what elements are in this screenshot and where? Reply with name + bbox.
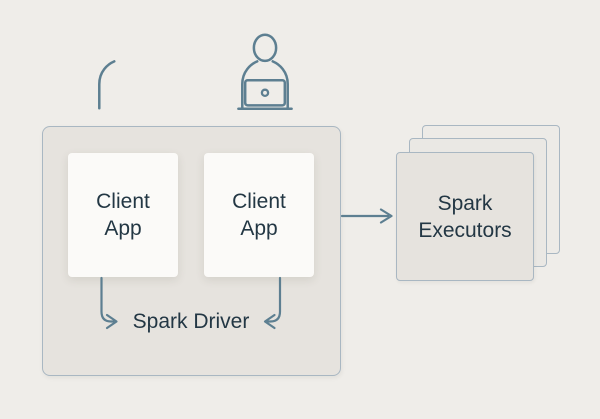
user-1 <box>93 31 151 112</box>
spark-executor-box-front: Spark Executors <box>396 152 534 281</box>
client-app-box-2: Client App <box>204 153 314 277</box>
spark-executors-label: Spark Executors <box>418 191 512 242</box>
spark-driver-label: Spark Driver <box>132 310 250 333</box>
user-laptop-icon <box>237 33 293 110</box>
client-app-label-2: Client App <box>232 190 286 240</box>
client-app-label-1: Client App <box>96 190 150 240</box>
user-2 <box>236 31 294 112</box>
client-app-box-1: Client App <box>68 153 178 277</box>
user-laptop-icon <box>98 60 116 110</box>
arrowhead-right-icon <box>379 208 393 224</box>
